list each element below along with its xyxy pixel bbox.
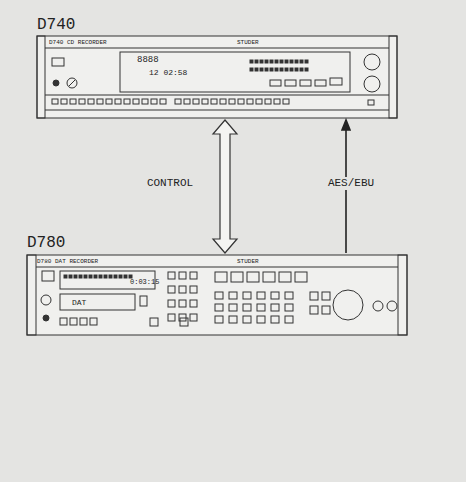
control-arrow [213,120,237,253]
brand-text: STUDER [237,259,259,265]
display-label: DAT [72,299,86,307]
panel-text: D780 DAT RECORDER [37,259,98,265]
display-digits: 8888 [137,56,159,65]
recorder-unit: D780D780 DAT RECORDERSTUDER0:03:15DAT [27,255,407,335]
brand-text: STUDER [237,40,259,46]
device-title: D780 [27,235,65,251]
panel-text: D740 CD RECORDER [49,40,107,46]
edge-label: CONTROL [145,177,195,190]
device-title: D740 [37,17,75,33]
display-time: 12 02:58 [149,69,187,77]
recorder-unit: D740D740 CD RECORDERSTUDER888812 02:58 [37,36,397,118]
edge-label: AES/EBU [326,177,376,190]
display-time: 0:03:15 [130,279,159,286]
